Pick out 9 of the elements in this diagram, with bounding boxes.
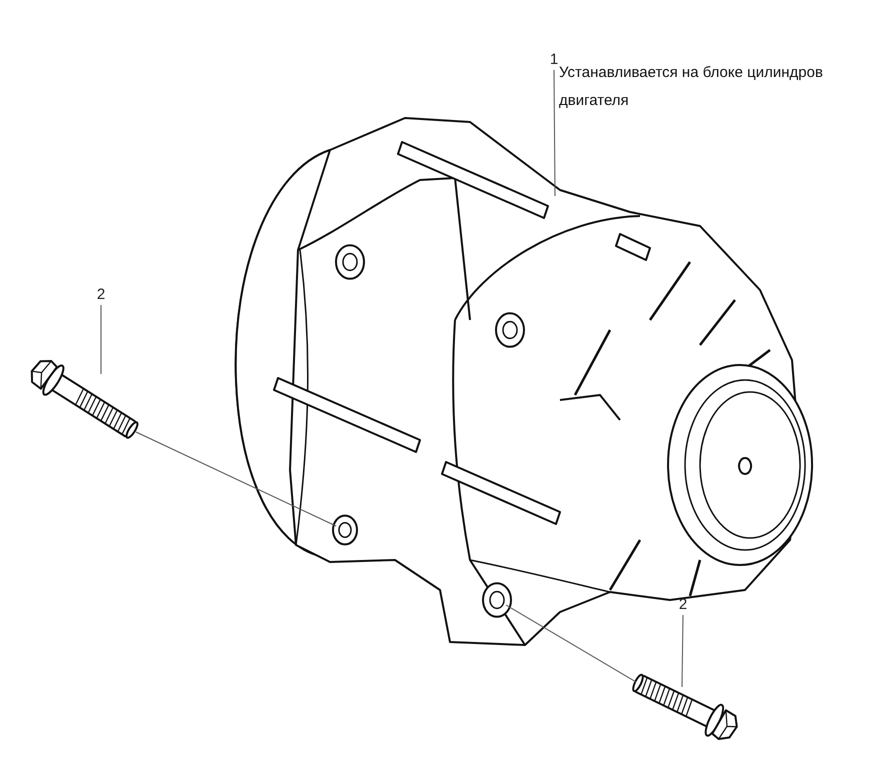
assembly-axis-line — [136, 432, 336, 526]
leader-line — [682, 614, 684, 688]
callout-number: 1 — [547, 52, 561, 68]
callout-number: 2 — [676, 597, 690, 613]
leader-line — [554, 70, 556, 196]
note-text: Устанавливается на блоке цилиндров двигателя — [559, 63, 824, 111]
assembly-axis-line — [506, 604, 636, 682]
callout-number: 2 — [94, 287, 108, 303]
leader-line — [100, 304, 102, 374]
